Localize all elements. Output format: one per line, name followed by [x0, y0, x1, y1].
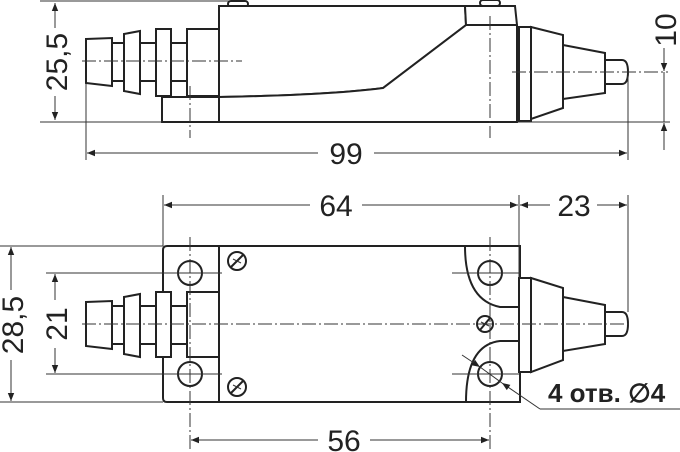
connector-gland-top [85, 291, 220, 359]
screw-icon [227, 251, 247, 271]
dim-overall-length: 99 [329, 138, 362, 171]
dim-plunger-length: 23 [557, 190, 590, 223]
dim-plunger-offset: 10 [650, 13, 680, 46]
connector-gland-side [85, 28, 220, 97]
dim-body-length: 64 [319, 190, 352, 223]
dim-hole-spacing-horizontal: 56 [327, 425, 360, 452]
dim-hole-spacing-vertical: 21 [41, 307, 74, 340]
dim-body-width: 28,5 [0, 296, 30, 354]
top-view: 64 23 28,5 21 56 4 отв. ∅4 [0, 190, 680, 452]
plunger-top [518, 276, 630, 374]
plunger-side [518, 25, 630, 122]
hole-note: 4 отв. ∅4 [548, 378, 666, 408]
side-view: 25,5 10 99 [40, 0, 680, 171]
screw-icon [227, 377, 247, 397]
dim-side-height: 25,5 [41, 33, 74, 91]
